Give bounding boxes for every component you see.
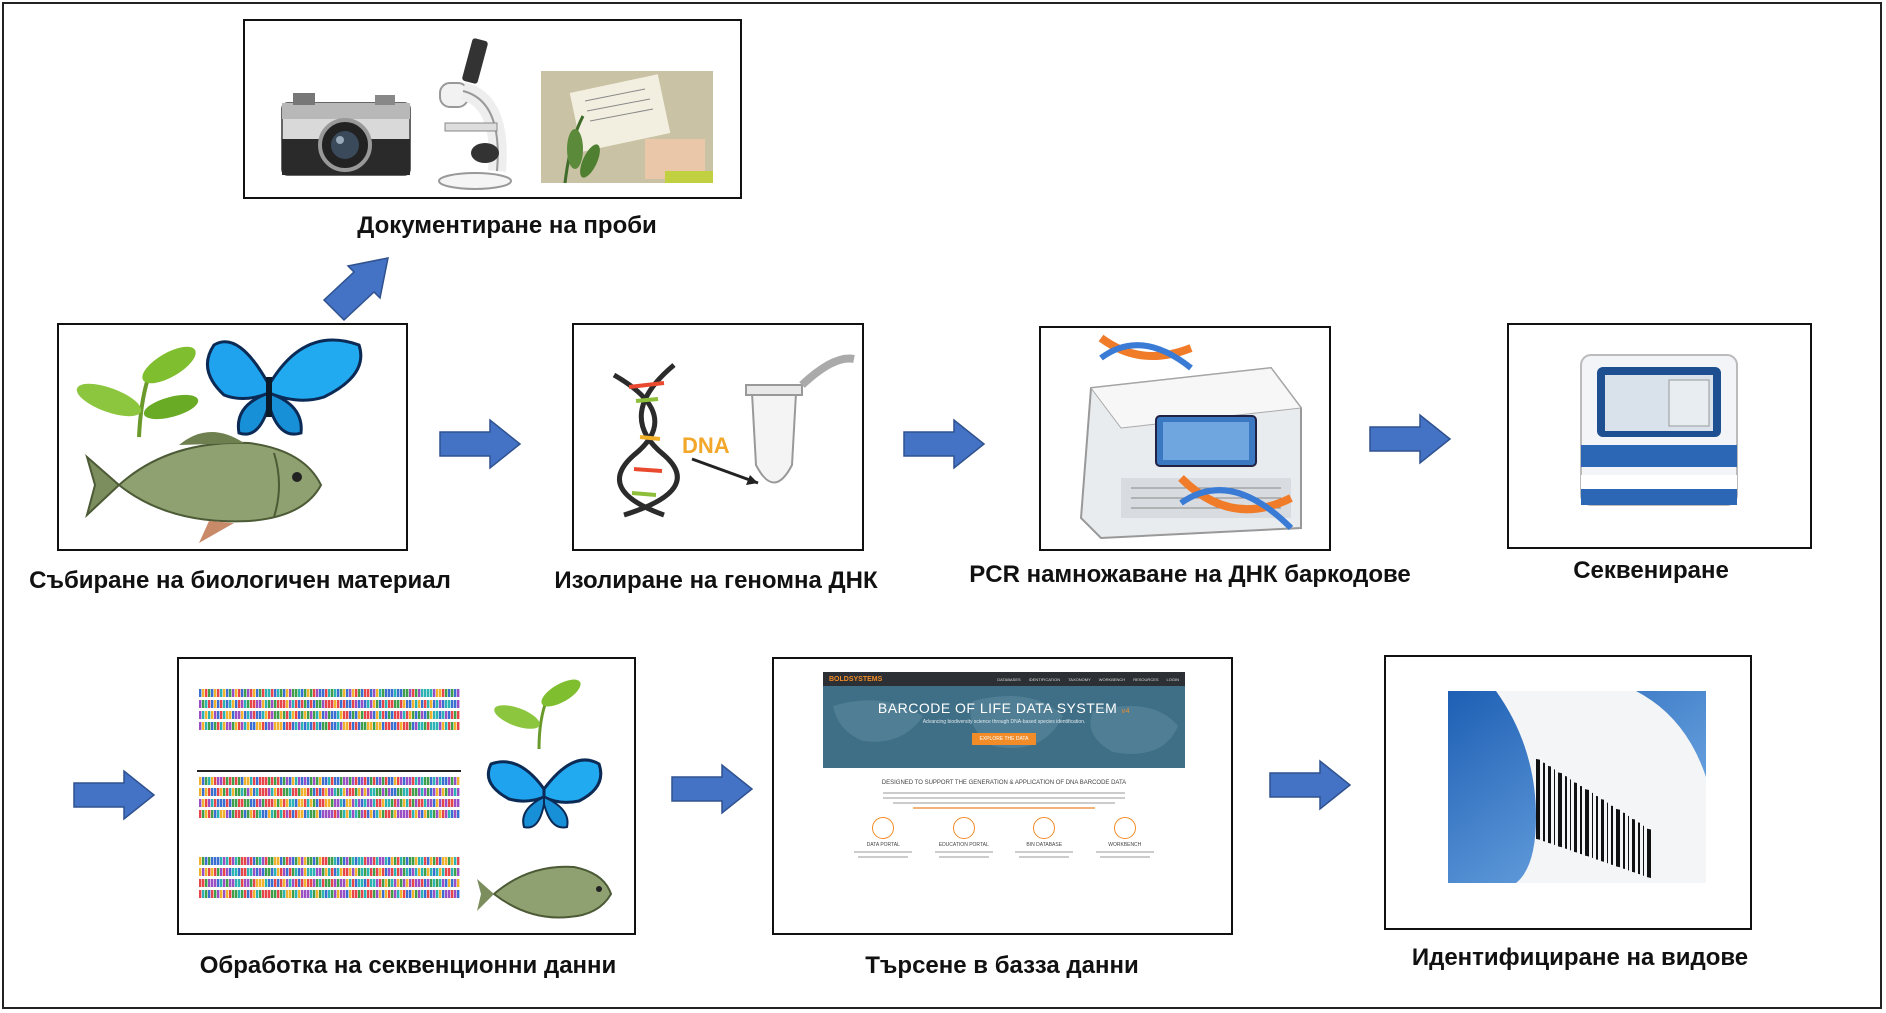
bold-nav-workbench[interactable]: WORKBENCH bbox=[1098, 676, 1126, 682]
bold-nav-databases[interactable]: DATABASES bbox=[997, 676, 1021, 682]
bold-logo[interactable]: BOLDSYSTEMS bbox=[829, 675, 883, 683]
data-portal-icon[interactable] bbox=[872, 817, 895, 839]
arrow-6 bbox=[1269, 759, 1352, 811]
bold-portal-workbench[interactable]: WORKBENCH bbox=[1108, 842, 1142, 848]
bold-nav-resources[interactable]: RESOURCES bbox=[1133, 676, 1159, 682]
butterfly-icon-small bbox=[486, 758, 603, 829]
database-box: BOLDSYSTEMS DATABASES IDENTIFICATION TAX… bbox=[772, 657, 1233, 935]
herbarium-photo bbox=[541, 71, 713, 184]
sequence-alignments bbox=[197, 689, 461, 898]
isolation-box: DNA bbox=[572, 323, 864, 551]
barcode-image bbox=[1448, 691, 1706, 883]
bold-portal-education[interactable]: EDUCATION PORTAL bbox=[938, 842, 989, 848]
sequencing-box bbox=[1507, 323, 1812, 549]
fish-icon-small bbox=[477, 865, 613, 919]
arrow-4 bbox=[73, 769, 156, 821]
bold-portal-bin[interactable]: BIN DATABASE bbox=[1026, 842, 1063, 848]
plant-icon-small bbox=[494, 679, 581, 750]
bold-designed-heading: DESIGNED TO SUPPORT THE GENERATION & APP… bbox=[881, 780, 1127, 786]
plant-icon bbox=[76, 346, 199, 438]
arrow-1 bbox=[439, 418, 522, 470]
tube-icon bbox=[745, 354, 855, 484]
arrow-2 bbox=[903, 418, 986, 470]
bold-screenshot: BOLDSYSTEMS DATABASES IDENTIFICATION TAX… bbox=[823, 672, 1185, 922]
processing-label: Обработка на секвенционни данни bbox=[199, 952, 617, 979]
arrow-to-tube bbox=[691, 457, 759, 485]
workbench-icon[interactable] bbox=[1113, 817, 1136, 839]
isolation-label: Изолиране на геномна ДНК bbox=[554, 567, 878, 594]
documentation-label: Документиране на проби bbox=[357, 212, 657, 239]
pcr-box bbox=[1039, 326, 1331, 551]
bold-intro-text bbox=[883, 792, 1125, 809]
education-portal-icon[interactable] bbox=[952, 817, 975, 839]
pcr-machine-icon bbox=[1079, 366, 1302, 540]
arrow-5 bbox=[671, 763, 754, 815]
collection-label: Събиране на биологичен материал bbox=[29, 567, 451, 594]
pcr-label: PCR намножаване на ДНК баркодове bbox=[969, 561, 1411, 588]
processing-box bbox=[177, 657, 636, 935]
microscope-icon bbox=[438, 38, 512, 190]
identification-label: Идентифициране на видове bbox=[1411, 944, 1749, 971]
bold-hero-title: BARCODE OF LIFE DATA SYSTEM bbox=[877, 700, 1118, 716]
dna-text: DNA bbox=[682, 433, 730, 458]
diagonal-arrow bbox=[322, 257, 389, 322]
bold-navbar: BOLDSYSTEMS DATABASES IDENTIFICATION TAX… bbox=[823, 672, 1185, 686]
arrow-3 bbox=[1369, 413, 1452, 465]
dna-strand-icon bbox=[1098, 334, 1294, 531]
bold-hero-subtitle: Advancing biodiversity science through D… bbox=[922, 719, 1086, 725]
fish-icon bbox=[85, 431, 323, 543]
barcode-icon bbox=[1536, 758, 1651, 879]
bold-hero: BARCODE OF LIFE DATA SYSTEM v4 Advancing… bbox=[823, 686, 1185, 768]
dna-helix-icon bbox=[612, 363, 680, 518]
camera-icon bbox=[281, 93, 411, 176]
collection-box bbox=[57, 323, 408, 551]
bold-explore-button[interactable]: EXPLORE THE DATA bbox=[971, 733, 1037, 745]
search-label: Търсене в базза данни bbox=[865, 952, 1139, 979]
bold-nav-login[interactable]: LOGIN bbox=[1166, 676, 1179, 682]
bold-nav-taxonomy[interactable]: TAXONOMY bbox=[1068, 676, 1091, 682]
bold-nav-identification[interactable]: IDENTIFICATION bbox=[1028, 676, 1061, 682]
documentation-box bbox=[243, 19, 742, 199]
sequencer-icon bbox=[1580, 354, 1738, 506]
bold-portals: DATA PORTAL EDUCATION PORTAL BIN DATABAS… bbox=[823, 817, 1185, 861]
butterfly-icon bbox=[205, 338, 363, 436]
bin-database-icon[interactable] bbox=[1033, 817, 1056, 839]
bold-hero-version: v4 bbox=[1121, 708, 1131, 715]
bold-portal-data[interactable]: DATA PORTAL bbox=[866, 842, 900, 848]
sequencing-label: Секвениране bbox=[1573, 557, 1729, 584]
identification-box bbox=[1384, 655, 1752, 930]
